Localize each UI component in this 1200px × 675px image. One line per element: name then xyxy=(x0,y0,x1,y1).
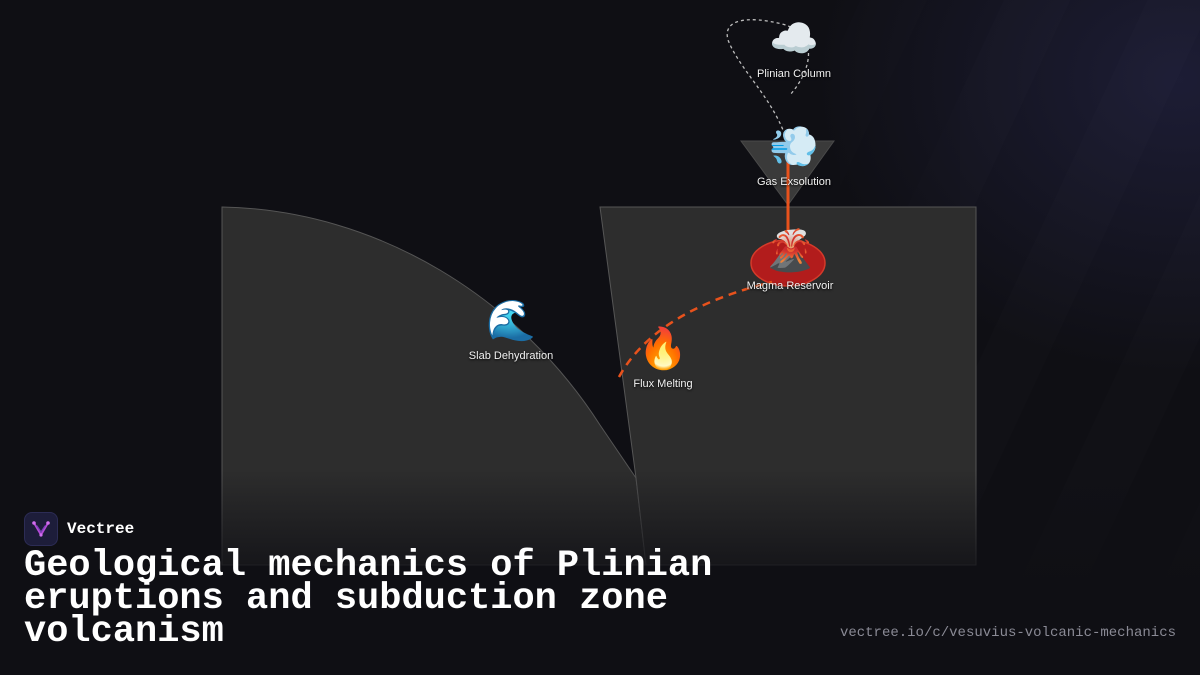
magma-reservoir-chamber xyxy=(750,239,826,287)
node-flux-melting: 🔥 Flux Melting xyxy=(583,326,743,390)
eruption-plume-path xyxy=(726,19,809,136)
brand-name: Vectree xyxy=(67,520,135,538)
node-gas-exsolution: 💨 Gas Exsolution xyxy=(714,124,874,188)
node-magma-reservoir: 🌋 Magma Reservoir xyxy=(710,228,870,292)
brand: Vectree xyxy=(24,512,134,546)
node-label: Gas Exsolution xyxy=(757,176,831,188)
node-label: Magma Reservoir xyxy=(746,280,834,292)
water-wave-icon: 🌊 xyxy=(486,299,536,343)
page-title: Geological mechanics of Plinian eruption… xyxy=(24,545,713,653)
node-label: Slab Dehydration xyxy=(468,350,554,362)
cloud-icon: ☁️ xyxy=(769,17,819,61)
node-plinian-column: ☁️ Plinian Column xyxy=(714,16,874,80)
bottom-fade-overlay xyxy=(0,470,1200,675)
node-slab-dehydration: 🌊 Slab Dehydration xyxy=(431,298,591,362)
node-label: Plinian Column xyxy=(757,68,831,80)
fire-icon: 🔥 xyxy=(638,327,688,371)
source-url[interactable]: vectree.io/c/vesuvius-volcanic-mechanics xyxy=(839,625,1176,641)
volcano-icon: 🌋 xyxy=(765,229,815,273)
dashing-away-icon: 💨 xyxy=(769,125,819,169)
vectree-logo-icon xyxy=(24,512,58,546)
node-label: Flux Melting xyxy=(633,378,693,390)
